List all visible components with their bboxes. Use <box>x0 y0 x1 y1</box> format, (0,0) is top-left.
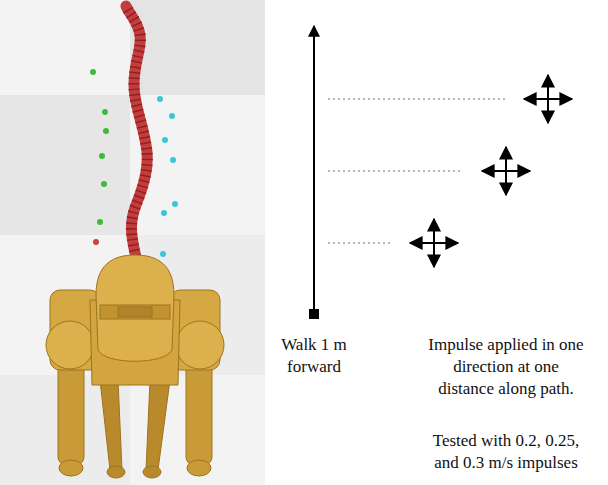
quadruped-robot <box>46 255 224 478</box>
impulse-note: Impulse applied in one direction at one … <box>428 334 584 400</box>
impulse-magnitudes: Tested with 0.2, 0.25, and 0.3 m/s impul… <box>426 430 586 474</box>
walk-label: Walk 1 m forward <box>273 334 355 378</box>
walk-arrow <box>309 26 319 319</box>
body-trajectory <box>126 6 147 262</box>
sim-background <box>0 0 265 485</box>
foot-markers <box>90 69 178 257</box>
impulse-leaders <box>328 99 506 243</box>
impulse-directions <box>410 75 572 267</box>
